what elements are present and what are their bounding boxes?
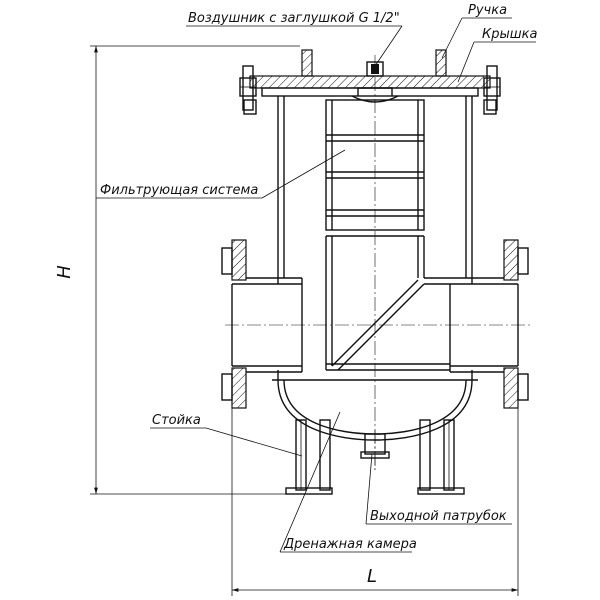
leader-lines: [96, 17, 536, 553]
air-vent-label: Воздушник с заглушкой G 1/2": [188, 11, 400, 26]
handle-label: Ручка: [468, 3, 507, 18]
dimension-l-label: L: [367, 566, 377, 587]
outlet-flange: [424, 239, 529, 409]
handles: [301, 49, 447, 77]
dimension-l: [231, 408, 519, 596]
stand-label: Стойка: [152, 413, 201, 428]
cover-label: Крышка: [482, 27, 537, 42]
filter-system-label: Фильтрующая система: [100, 183, 258, 198]
dimension-h-label: H: [54, 265, 75, 279]
inner-pipe: [325, 235, 450, 371]
dimension-h: [90, 45, 300, 495]
outlet-pipe-label: Выходной патрубок: [370, 509, 507, 524]
drain-nozzle: [360, 430, 390, 470]
stands: [285, 419, 465, 495]
cover: [239, 65, 501, 115]
inlet-flange: [221, 239, 303, 409]
drain-chamber-label: Дренажная камера: [283, 537, 417, 552]
air-vent-plug: [351, 61, 399, 103]
body-shell: [277, 96, 473, 380]
filter-cartridge: [325, 99, 425, 231]
